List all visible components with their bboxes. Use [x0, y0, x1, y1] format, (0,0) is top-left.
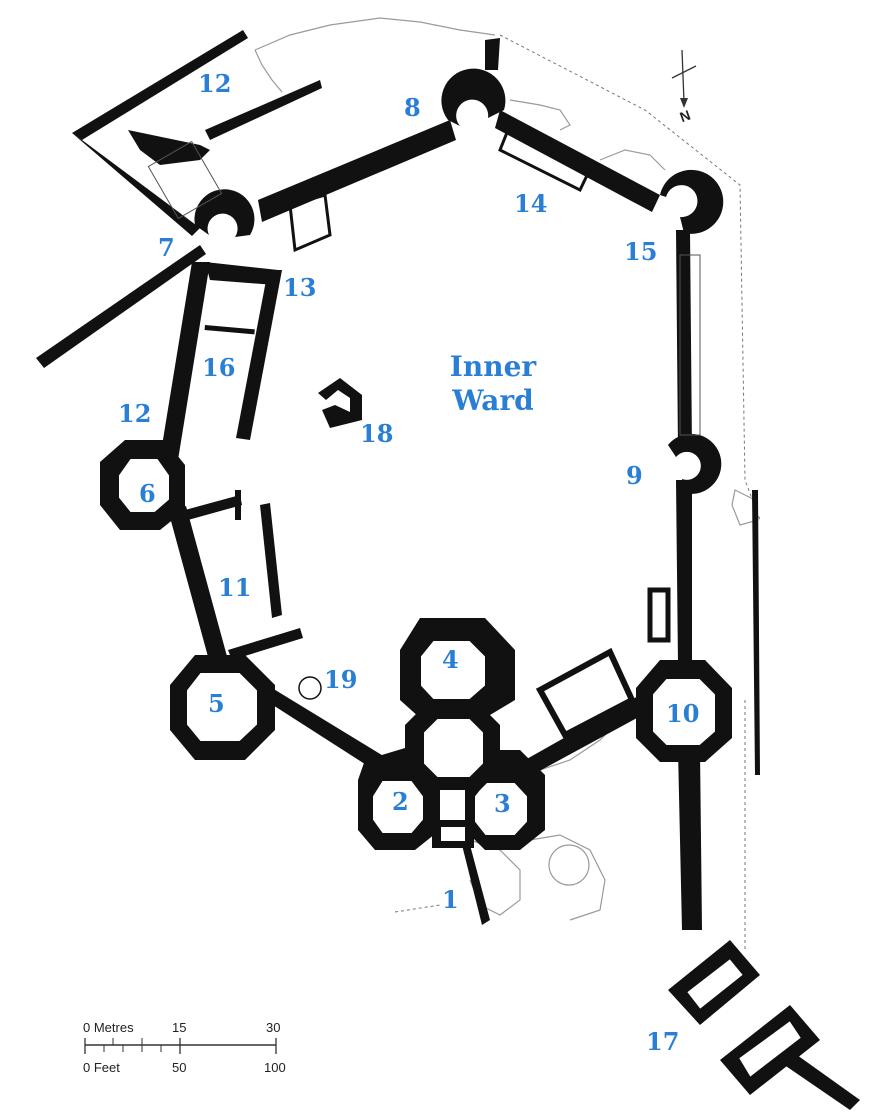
label-16: 16: [202, 353, 236, 382]
label-10: 10: [666, 699, 700, 728]
inner-ward-line2: Ward: [452, 383, 534, 417]
label-7: 7: [158, 233, 175, 262]
label-18: 18: [360, 419, 394, 448]
building-14: [498, 122, 594, 193]
label-6: 6: [139, 479, 156, 508]
inner-ward-label: Inner Ward: [438, 350, 548, 417]
well-19: [298, 676, 322, 700]
label-3: 3: [494, 789, 511, 818]
scale-bar: [84, 1038, 277, 1054]
scale-metres-label: 0 Metres: [83, 1020, 134, 1035]
outer-boundary-dashed: [499, 34, 761, 521]
north-arrow-icon: [671, 49, 697, 108]
tower-9: [668, 433, 722, 494]
label-12a: 12: [198, 69, 232, 98]
label-19: 19: [324, 665, 358, 694]
label-12b: 12: [118, 399, 152, 428]
label-4: 4: [442, 645, 459, 674]
outer-boundary-dashed-3: [394, 904, 441, 913]
label-11: 11: [218, 573, 252, 602]
tower-15: [660, 169, 724, 234]
scale-feet-100: 100: [264, 1060, 286, 1075]
label-15: 15: [624, 237, 658, 266]
label-2: 2: [392, 787, 409, 816]
label-17: 17: [646, 1027, 680, 1056]
structure-18: [318, 378, 362, 428]
scale-feet-label: 0 Feet: [83, 1060, 120, 1075]
label-14: 14: [514, 189, 548, 218]
towers: [100, 68, 860, 1110]
curtain-walls: [36, 30, 760, 930]
scale-metres-30: 30: [266, 1020, 281, 1035]
label-9: 9: [626, 461, 643, 490]
inner-ward-line1: Inner: [449, 350, 537, 383]
label-5: 5: [208, 689, 225, 718]
scale-metres-15: 15: [172, 1020, 187, 1035]
building-11: [185, 495, 242, 520]
internal-buildings: [147, 122, 701, 740]
building-16: [205, 262, 278, 285]
label-1: 1: [442, 885, 459, 914]
scale-feet-50: 50: [172, 1060, 187, 1075]
tower-7: [194, 189, 255, 237]
label-13: 13: [283, 273, 317, 302]
tower-8: [441, 68, 506, 126]
label-8: 8: [404, 93, 421, 122]
